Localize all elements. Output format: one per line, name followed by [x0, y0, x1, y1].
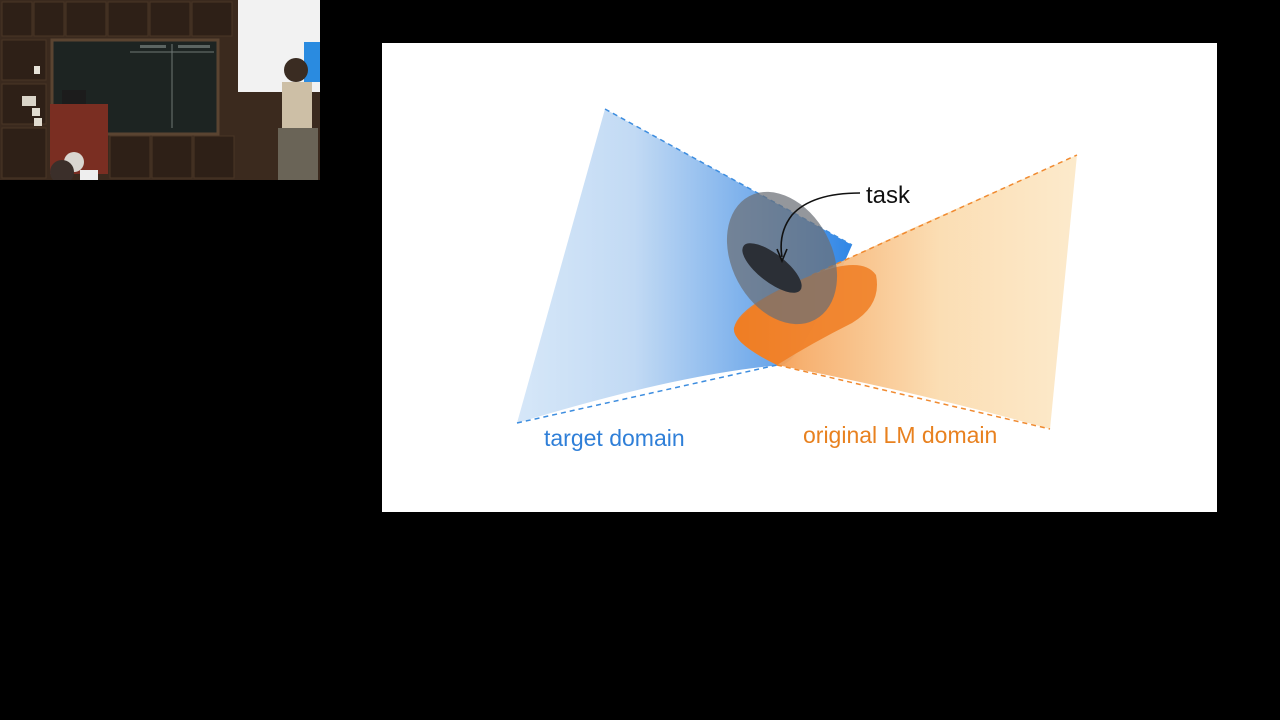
original-domain-dashed-edge — [776, 364, 1051, 430]
task-core-region — [742, 243, 802, 293]
original-domain-region — [733, 155, 1077, 429]
task-outer-region — [726, 191, 838, 325]
arrowhead-icon — [776, 248, 788, 264]
lecture-room-camera-icon — [0, 0, 320, 180]
lecture-camera-feed — [0, 0, 320, 180]
domain-diagram — [516, 108, 1078, 430]
slide: task target domain original LM domain — [382, 43, 1217, 512]
task-label: task — [866, 182, 911, 209]
curved-arrow-icon — [780, 192, 861, 258]
target-domain-label: target domain — [544, 425, 685, 451]
original-domain-label: original LM domain — [803, 422, 998, 448]
original-domain-dashed-edge — [811, 154, 1078, 276]
